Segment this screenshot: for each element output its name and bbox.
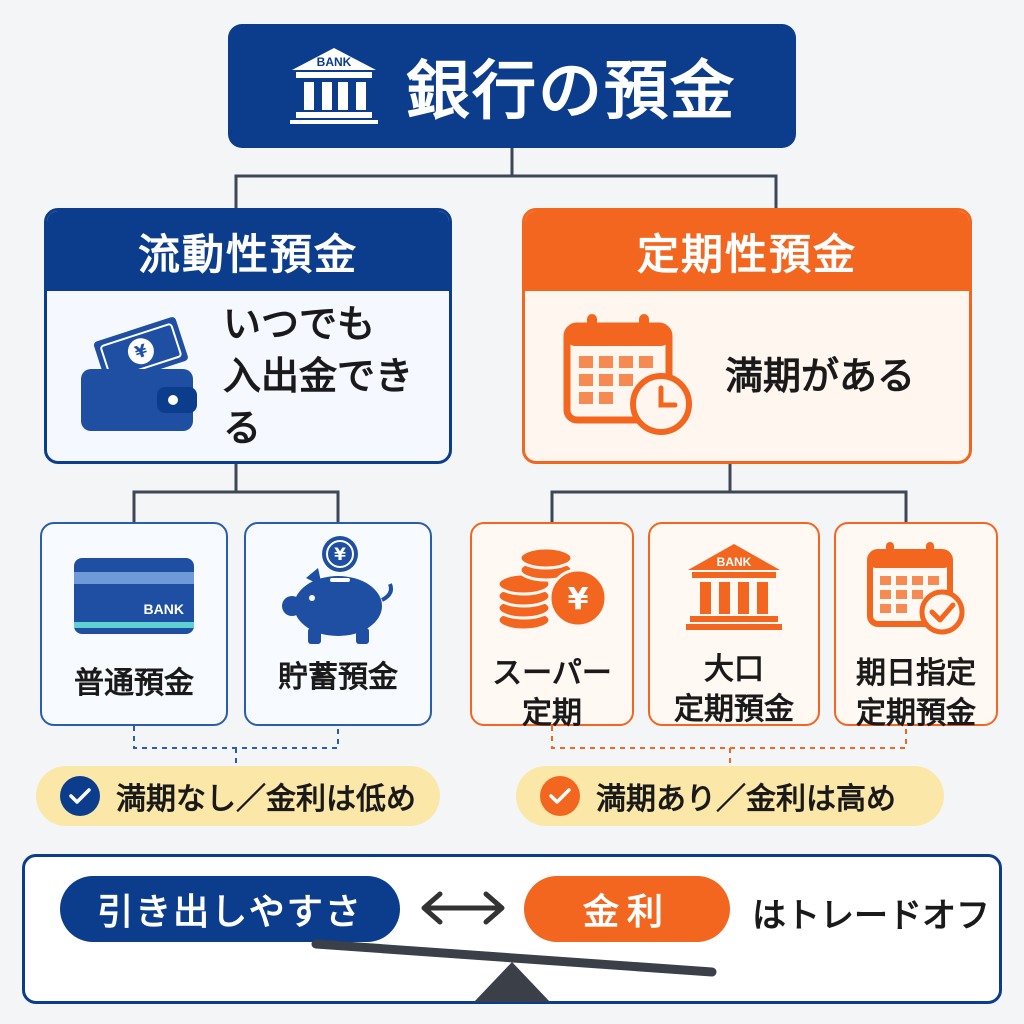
product-label-savings: 貯蓄預金 (278, 660, 398, 695)
check-icon (60, 776, 100, 816)
fixed-deposit-card: 定期性預金 満期がある (522, 208, 972, 464)
check-icon (540, 776, 580, 816)
product-card-super-time: ¥ スーパー 定期 (470, 522, 634, 731)
bank-icon: BANK (288, 44, 380, 128)
liquid-deposit-heading: 流動性預金 (47, 211, 449, 291)
bank-card-icon: BANK (72, 556, 196, 640)
calendar-check-icon (866, 540, 966, 640)
bank-building-label: BANK (717, 555, 752, 569)
card-bank-label: BANK (144, 601, 184, 617)
liquid-desc-line1: いつでも (223, 302, 376, 346)
liquid-desc-line2: 入出金できる (223, 354, 414, 450)
product-label-ordinary: 普通預金 (74, 666, 194, 701)
bank-building-icon: BANK (684, 540, 784, 636)
wallet-money-icon: ¥ (77, 315, 201, 437)
piggy-bank-icon: ¥ (278, 534, 398, 650)
product-card-savings: ¥ 貯蓄預金 (244, 522, 432, 726)
liquid-deposit-card: 流動性預金 ¥ いつでも 入出金できる (44, 208, 452, 464)
liquid-note: 満期なし／金利は低め (36, 766, 440, 826)
tradeoff-text: はトレードオフ (752, 896, 990, 936)
svg-text:¥: ¥ (568, 582, 589, 617)
product-label-super-time: スーパー 定期 (492, 656, 612, 731)
product-card-date-specified: 期日指定 定期預金 (834, 522, 998, 731)
bank-icon-label: BANK (317, 55, 352, 69)
coins-icon: ¥ (494, 540, 610, 640)
product-label-date-specified: 期日指定 定期預金 (856, 656, 976, 731)
product-card-large-time: BANK 大口 定期預金 (648, 522, 820, 727)
seesaw-icon (310, 936, 720, 1010)
page-title: 銀行の預金 (406, 55, 736, 129)
fixed-deposit-heading: 定期性預金 (525, 211, 969, 291)
svg-text:¥: ¥ (334, 545, 346, 565)
liquid-note-text: 満期なし／金利は低め (116, 782, 416, 817)
product-label-large-time: 大口 定期預金 (674, 652, 794, 727)
product-card-ordinary: BANK 普通預金 (40, 522, 228, 726)
fixed-deposit-desc: 満期がある (725, 354, 916, 398)
double-arrow-icon (418, 886, 508, 934)
interest-rate-pill: 金利 (524, 876, 730, 942)
calendar-clock-icon (563, 312, 695, 440)
fixed-note-text: 満期あり／金利は高め (596, 782, 896, 817)
liquid-deposit-desc: いつでも 入出金できる (223, 298, 449, 454)
liquidity-pill: 引き出しやすさ (60, 876, 400, 942)
fixed-note: 満期あり／金利は高め (516, 766, 944, 826)
title-banner: BANK 銀行の預金 (228, 24, 796, 148)
